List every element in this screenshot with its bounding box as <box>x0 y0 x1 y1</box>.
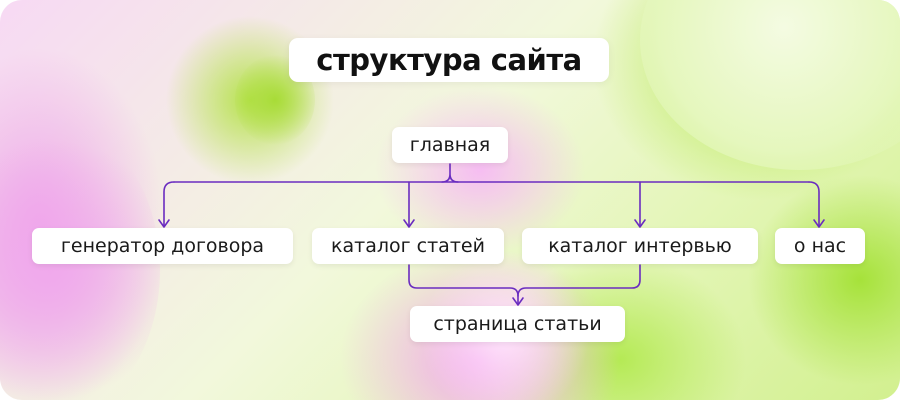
connector-to-contract-generator <box>163 181 175 227</box>
connector-home-stem <box>441 163 459 183</box>
node-about: о нас <box>775 228 865 264</box>
node-article-page: страница статьи <box>410 306 625 342</box>
arrowhead <box>512 297 524 306</box>
node-home: главная <box>392 127 508 163</box>
diagram-title: структура сайта <box>289 38 609 82</box>
connector-interviews-to-article-page <box>517 264 641 297</box>
arrowhead <box>813 219 825 228</box>
arrowhead <box>158 219 170 228</box>
arrowhead <box>403 219 415 228</box>
connector-articles-to-article-page <box>408 264 519 304</box>
node-interviews-catalog: каталог интервью <box>522 228 758 264</box>
node-contract-generator: генератор договора <box>32 228 293 264</box>
node-articles-catalog: каталог статей <box>312 228 504 264</box>
arrowhead <box>634 219 646 228</box>
connector-to-about <box>808 181 820 227</box>
